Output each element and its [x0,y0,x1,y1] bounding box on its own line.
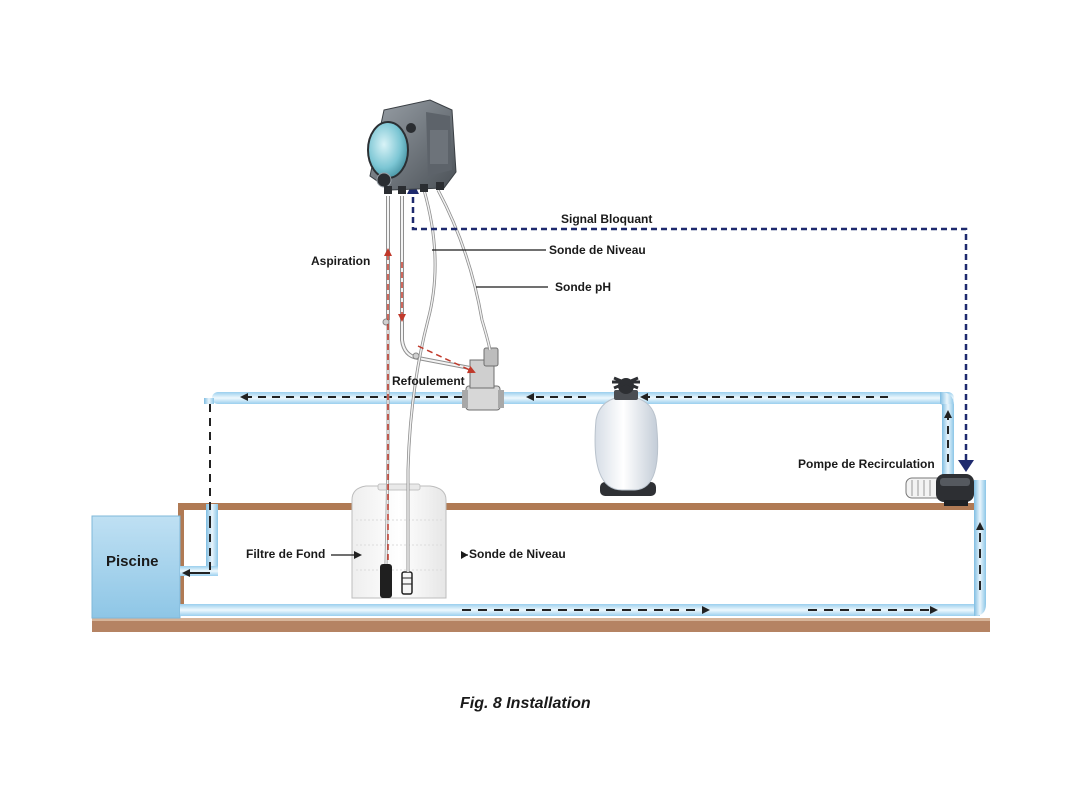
ground-lower-line [92,618,990,632]
ground-left-wall [178,503,184,608]
recirculation-pump [905,474,974,506]
pool-water [91,515,181,619]
sand-filter [594,376,659,496]
label-sonde-ph: Sonde pH [555,280,611,294]
tank [351,483,447,599]
foot-filter [380,564,392,598]
ground [92,503,990,632]
label-sonde-niveau-tank: Sonde de Niveau [469,547,566,561]
ground-upper-line [180,503,978,510]
blocking-signal [407,182,974,472]
discharge-flow-to-valve [417,345,476,374]
pool-label: Piscine [106,553,159,570]
blocking-signal-line [411,194,968,470]
label-refoulement: Refoulement [392,374,465,388]
dosing-flow [384,248,476,560]
dosing-pump [367,99,457,194]
blocking-signal-arrow-recirc [958,460,974,472]
figure-caption: Fig. 8 Installation [460,695,591,712]
label-filtre-de-fond: Filtre de Fond [246,547,325,561]
flow-arrows [182,393,984,614]
label-signal-bloquant: Signal Bloquant [561,212,652,226]
tank-level-probe [401,571,413,595]
pump-lens [367,121,409,179]
label-aspiration: Aspiration [311,254,370,268]
label-sonde-niveau-top: Sonde de Niveau [549,243,646,257]
pool: Piscine [91,515,181,619]
label-pompe-recirculation: Pompe de Recirculation [798,457,935,471]
injection-valve [462,347,504,411]
